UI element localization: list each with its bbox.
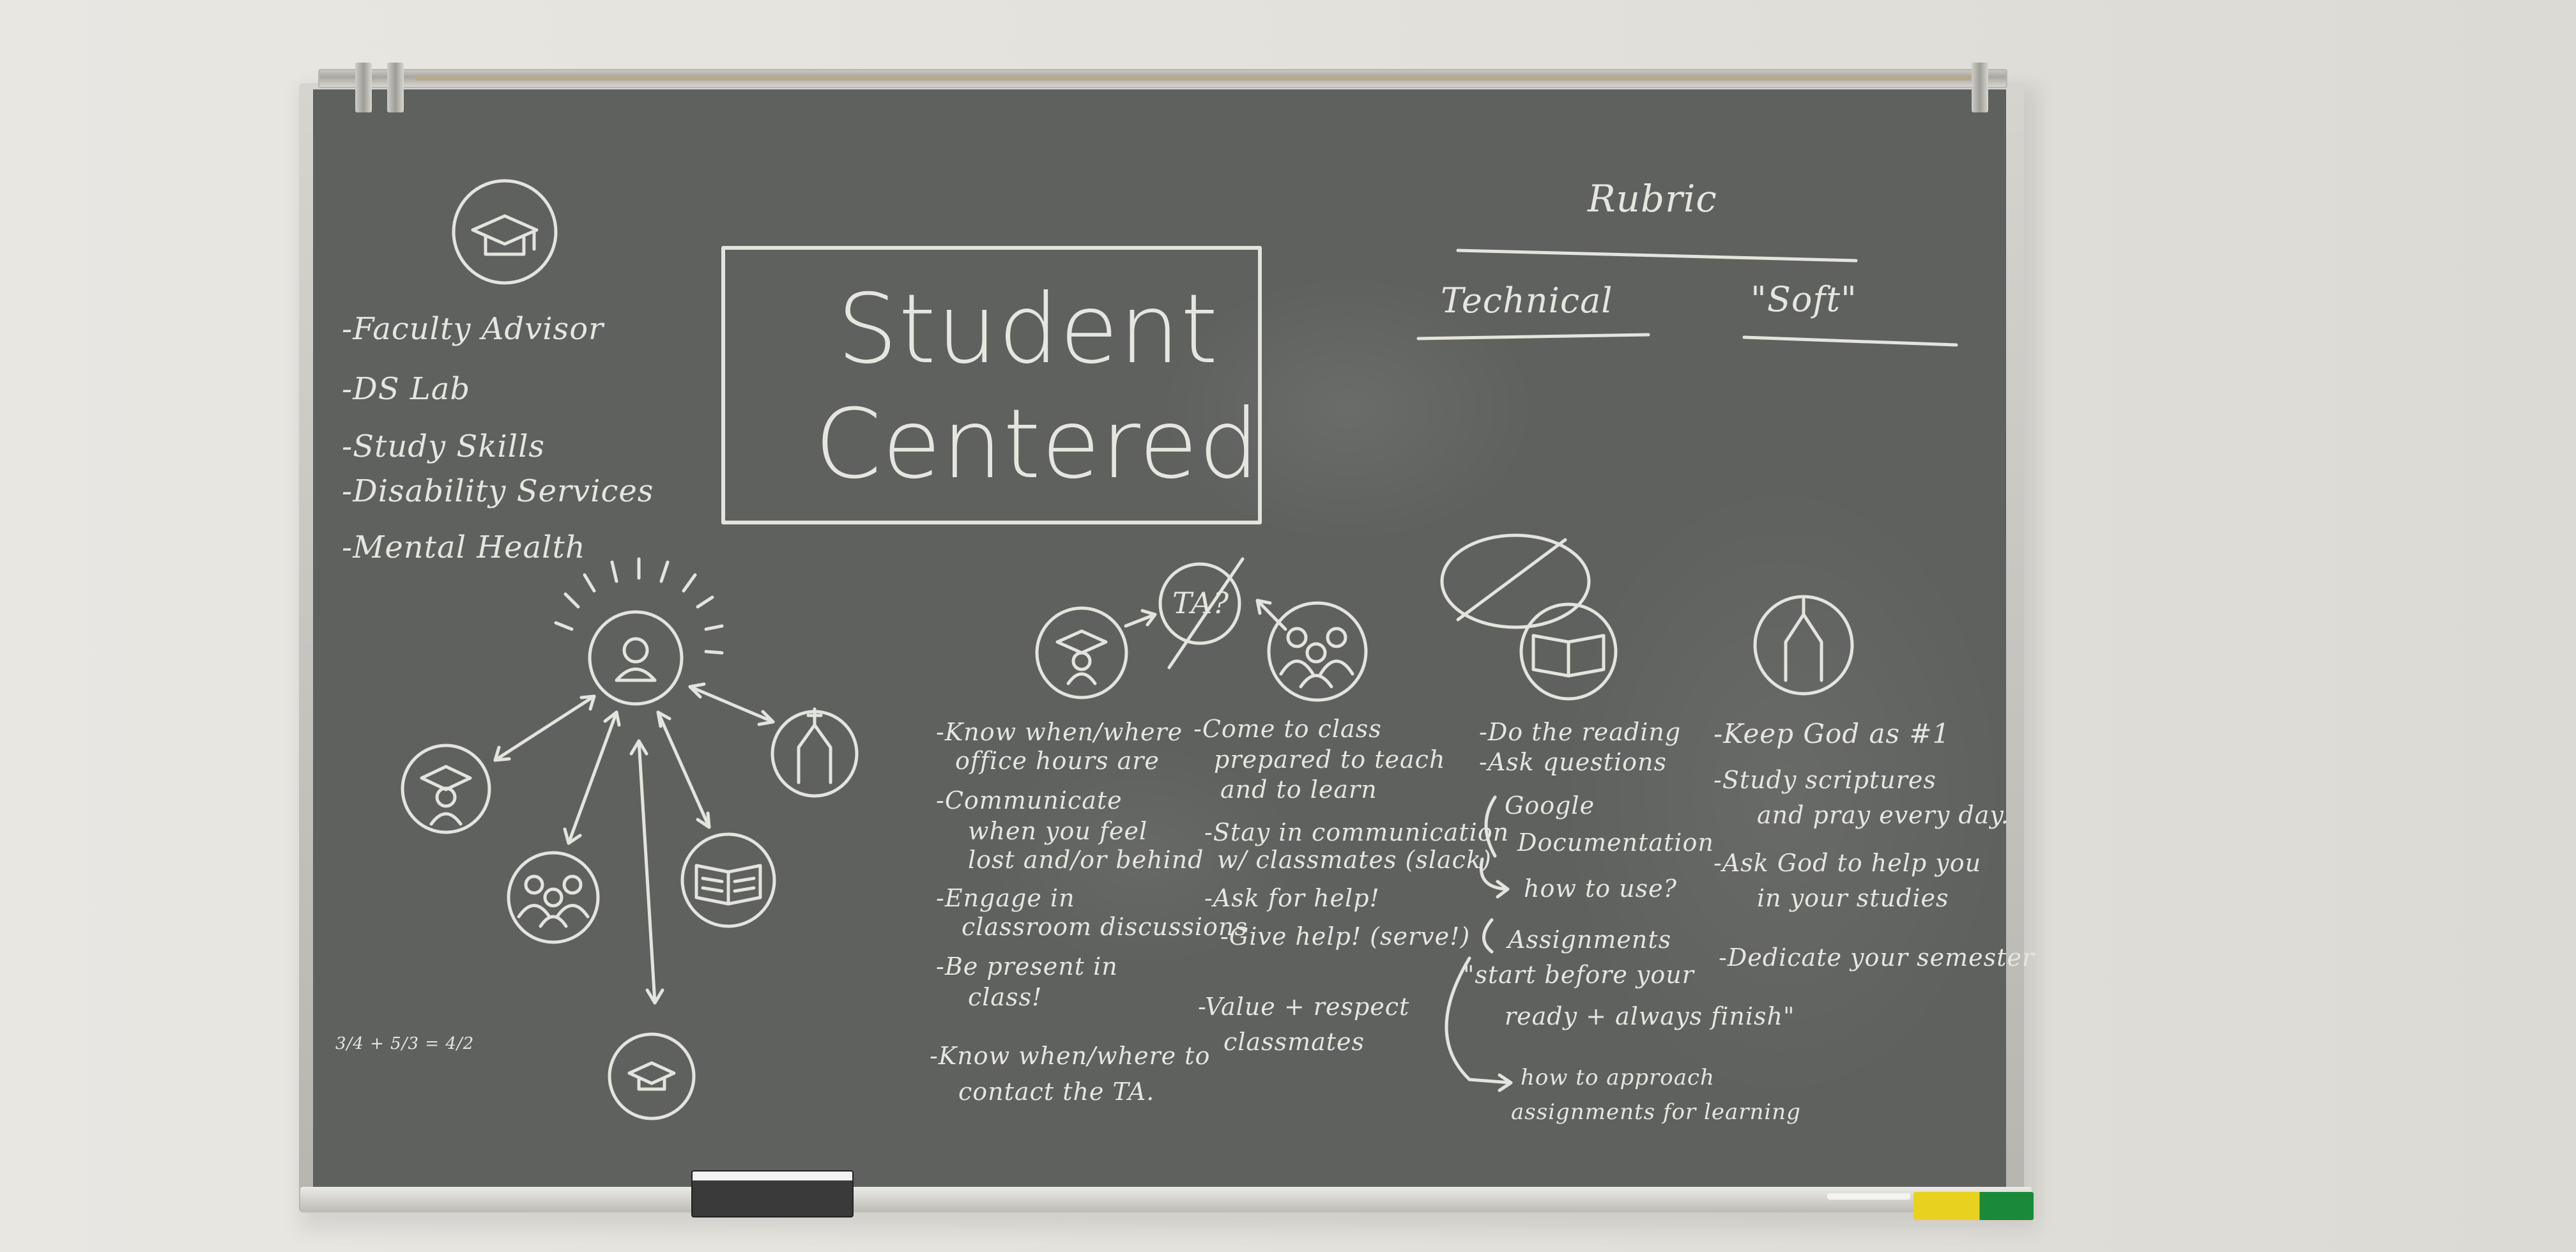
peer-item: -Ask for help! [1204,884,1380,912]
rubric-soft-line [1742,335,1958,347]
ta-item: -Be present in [936,952,1118,981]
peer-item: classmates [1223,1028,1365,1056]
materials-item: how to approach [1521,1065,1715,1090]
peer-item: -Come to class [1193,715,1382,743]
column-grad-icon [1035,606,1128,699]
faith-item: -Ask God to help you [1713,849,1982,877]
ta-arrow-right [1255,599,1287,631]
rail-clip [1972,63,1988,112]
materials-item: assignments for learning [1511,1099,1801,1125]
peer-item: -Stay in communication [1204,818,1510,846]
rubric-underline [1456,248,1858,263]
eraser [691,1170,854,1218]
resource-item: -Disability Services [342,473,654,509]
student-sun-icon [554,557,724,706]
ta-item: when you feel [968,817,1148,845]
connection-arrows [493,682,775,1005]
materials-item: how to use? [1524,874,1678,903]
materials-item: "start before your [1463,961,1694,989]
peer-item: -Give help! (serve!) [1220,922,1471,950]
column-peers-icon [1267,601,1368,702]
howto-arrow [1479,857,1510,899]
ta-item: -Communicate [936,786,1123,814]
fraction-note: 3/4 + 5/3 = 4/2 [335,1034,475,1053]
church-icon [770,707,859,798]
ta-item: -Know when/where to [930,1042,1211,1070]
faith-item: -Keep God as #1 [1713,718,1951,749]
ta-grad-icon [401,744,491,834]
ta-question-label: TA? [1172,586,1230,620]
peer-item: -Value + respect [1198,993,1410,1021]
peer-item: and to learn [1220,775,1377,804]
ta-item: -Know when/where [936,718,1183,746]
resource-item: -DS Lab [342,371,471,407]
grad-cap-bottom-icon [608,1032,696,1120]
materials-item: -Ask questions [1479,748,1667,776]
rubric-soft: "Soft" [1751,279,1857,319]
rail-clip [387,63,404,112]
peer-item: w/ classmates (slack) [1217,846,1492,874]
map-rail-cork [415,75,1974,80]
column-book-icon [1519,602,1618,701]
chalk-box [1913,1192,2034,1220]
materials-item: -Do the reading [1479,718,1682,746]
rubric-technical-line [1416,333,1650,340]
materials-item: Assignments [1508,926,1672,954]
ta-arrow-left [1124,609,1157,628]
ta-item: contact the TA. [958,1078,1155,1106]
column-church-icon [1753,595,1854,696]
chalk-stick [1827,1193,1910,1200]
crossed-lab-icon [1440,533,1591,629]
ta-item: -Engage in [936,884,1075,912]
resource-item: -Study Skills [342,429,546,464]
title-line-2: Centered [815,389,1261,500]
faith-item: and pray every day. [1757,801,2009,829]
graduation-cap-icon [452,179,558,285]
ta-item: classroom discussions [962,913,1248,941]
title-box [721,246,1262,524]
faith-item: in your studies [1757,884,1949,912]
rubric-title: Rubric [1588,177,1717,220]
resource-item: -Mental Health [342,530,586,565]
peers-group-icon [507,851,600,944]
faith-item: -Dedicate your semester [1719,943,2035,972]
approach-arrow [1445,956,1513,1092]
peer-item: prepared to teach [1214,745,1446,774]
chalk-tray [300,1187,2032,1212]
ta-item: office hours are [955,747,1160,775]
google-bracket [1484,795,1497,858]
title-line-1: Student [837,274,1219,385]
materials-item: Documentation [1517,828,1714,857]
rubric-technical: Technical [1441,280,1613,321]
resource-item: -Faculty Advisor [342,311,604,347]
faith-item: -Study scriptures [1713,766,1936,794]
materials-item: ready + always finish" [1505,1002,1795,1030]
book-icon [680,832,776,928]
ta-item: lost and/or behind [968,846,1204,874]
rail-clip [355,63,372,112]
crossed-ta-icon [1158,557,1245,669]
materials-item: Google [1505,791,1595,820]
assignments-bracket [1482,918,1494,954]
ta-item: class! [968,983,1043,1011]
